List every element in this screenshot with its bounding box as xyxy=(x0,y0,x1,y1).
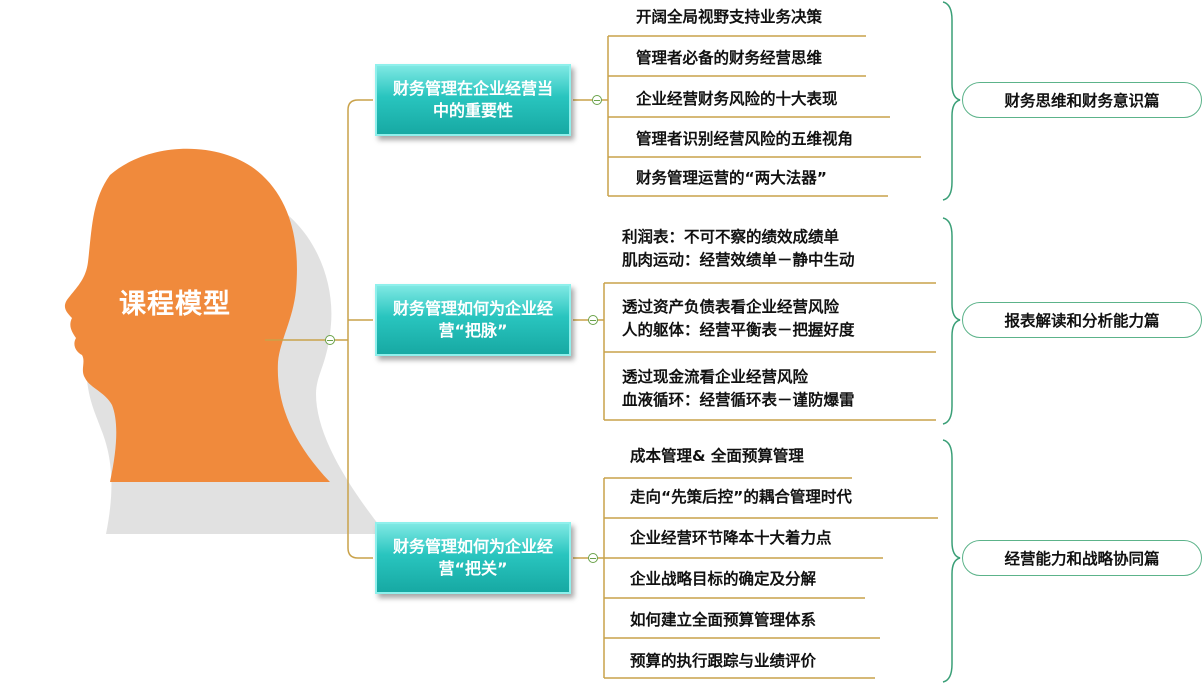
topic-1-item: 开阔全局视野支持业务决策 xyxy=(636,8,823,26)
topic-1-box[interactable]: 财务管理在企业经营当中的重要性 xyxy=(375,64,571,136)
topic-1-label: 财务管理在企业经营当中的重要性 xyxy=(392,79,553,120)
topic-2-label: 财务管理如何为企业经营“把脉” xyxy=(392,299,553,340)
collapse-toggle-icon[interactable] xyxy=(588,553,598,563)
topic-3-box[interactable]: 财务管理如何为企业经营“把关” xyxy=(375,522,571,594)
category-2-badge: 报表解读和分析能力篇 xyxy=(962,302,1202,338)
topic-2-box[interactable]: 财务管理如何为企业经营“把脉” xyxy=(375,284,571,356)
brace-1 xyxy=(942,1,961,201)
topic-3-item: 企业经营环节降本十大着力点 xyxy=(630,529,832,547)
topic-2-item: 肌肉运动：经营效绩单－静中生动 xyxy=(622,251,855,269)
topic-2-item: 血液循环：经营循环表－谨防爆雷 xyxy=(622,391,855,409)
topic-2-item: 利润表：不可不察的绩效成绩单 xyxy=(622,228,840,246)
brace-2 xyxy=(942,217,961,425)
topic-1-item: 财务管理运营的“两大法器” xyxy=(636,169,827,187)
topic-3-item: 预算的执行跟踪与业绩评价 xyxy=(630,652,817,670)
collapse-toggle-icon[interactable] xyxy=(592,95,602,105)
topic-3-item: 如何建立全面预算管理体系 xyxy=(630,611,817,629)
topic-3-item: 成本管理& 全面预算管理 xyxy=(630,447,804,465)
human-head-icon xyxy=(64,148,331,482)
collapse-toggle-icon[interactable] xyxy=(325,335,335,345)
topic-3-label: 财务管理如何为企业经营“把关” xyxy=(392,537,553,578)
topic-3-item: 走向“先策后控”的耦合管理时代 xyxy=(630,488,852,506)
topic-1-item: 管理者识别经营风险的五维视角 xyxy=(636,130,854,148)
brace-3 xyxy=(942,439,961,683)
topic-1-item: 企业经营财务风险的十大表现 xyxy=(636,90,838,108)
central-topic-label: 课程模型 xyxy=(119,289,231,320)
topic-2-item: 透过资产负债表看企业经营风险 xyxy=(622,298,840,316)
topic-1-item: 管理者必备的财务经营思维 xyxy=(636,49,823,67)
collapse-toggle-icon[interactable] xyxy=(588,315,598,325)
topic-2-item: 人的躯体：经营平衡表－把握好度 xyxy=(622,321,855,339)
topic-3-item: 企业战略目标的确定及分解 xyxy=(630,570,817,588)
category-3-badge: 经营能力和战略协同篇 xyxy=(962,540,1202,576)
category-1-badge: 财务思维和财务意识篇 xyxy=(962,82,1202,118)
topic-2-item: 透过现金流看企业经营风险 xyxy=(622,368,809,386)
